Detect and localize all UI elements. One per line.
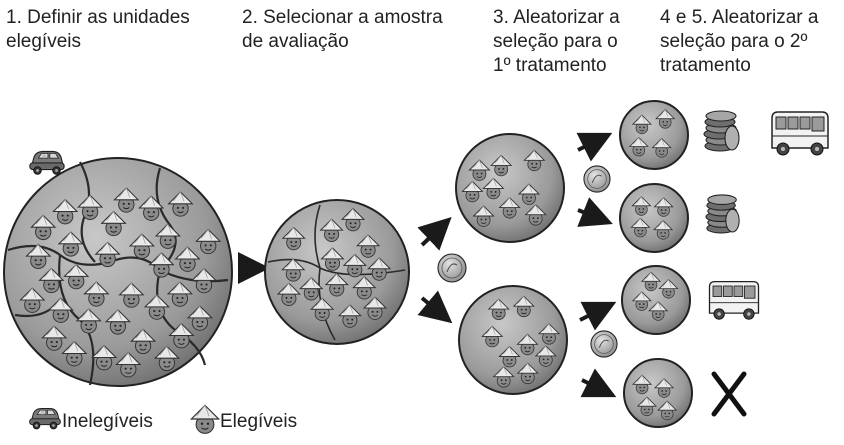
arrow-to-group-b xyxy=(417,290,453,324)
coin-toss-icon xyxy=(583,165,611,193)
step-3-line-2: seleção para o xyxy=(493,31,618,52)
step-4-5-line-3: tratamento xyxy=(660,55,751,76)
treatment-group-a xyxy=(455,133,565,243)
evaluation-sample-group xyxy=(264,199,410,345)
arrow-b2 xyxy=(580,368,617,398)
step-2-label: 2. Selecionar a amostra de avaliação xyxy=(242,6,443,54)
step-3-label: 3. Aleatorizar a seleção para o 1º trata… xyxy=(493,6,620,78)
bus-icon xyxy=(708,280,760,320)
arrow-to-group-a xyxy=(417,217,452,251)
legend-eligible-label: Elegíveis xyxy=(220,411,298,432)
step-1-label: 1. Definir as unidades elegíveis xyxy=(6,6,190,54)
final-group-1 xyxy=(619,100,689,170)
step-2-line-1: 2. Selecionar a amostra xyxy=(242,7,443,28)
treatment-group-b xyxy=(458,285,568,395)
step-4-5-line-1: 4 e 5. Aleatorizar a xyxy=(660,7,819,28)
arrow-a1 xyxy=(576,132,613,162)
step-4-5-line-2: seleção para o 2º xyxy=(660,31,808,52)
step-4-5-label: 4 e 5. Aleatorizar a seleção para o 2º t… xyxy=(660,6,818,78)
coin-toss-icon xyxy=(437,253,467,283)
bus-icon xyxy=(771,111,829,156)
eligible-units-group xyxy=(3,150,233,387)
step-3-line-1: 3. Aleatorizar a xyxy=(493,7,620,28)
ineligible-car-icon xyxy=(29,150,65,175)
x-mark-icon xyxy=(711,371,747,417)
coin-stack-icon xyxy=(705,194,740,234)
legend-car-icon xyxy=(29,407,61,430)
legend-ineligible-label: Inelegíveis xyxy=(62,411,153,432)
coin-toss-icon xyxy=(590,330,618,358)
step-1-line-2: elegíveis xyxy=(6,31,81,52)
step-3-line-3: 1º tratamento xyxy=(493,55,607,76)
arrow-a2 xyxy=(577,197,613,227)
final-group-2 xyxy=(619,183,689,253)
final-group-4 xyxy=(623,358,693,428)
final-group-3 xyxy=(621,265,691,335)
coin-stack-icon xyxy=(703,110,740,152)
arrow-b1 xyxy=(579,301,617,331)
step-1-line-1: 1. Definir as unidades xyxy=(6,7,190,28)
legend-person-icon xyxy=(190,404,220,435)
step-2-line-2: de avaliação xyxy=(242,31,349,52)
